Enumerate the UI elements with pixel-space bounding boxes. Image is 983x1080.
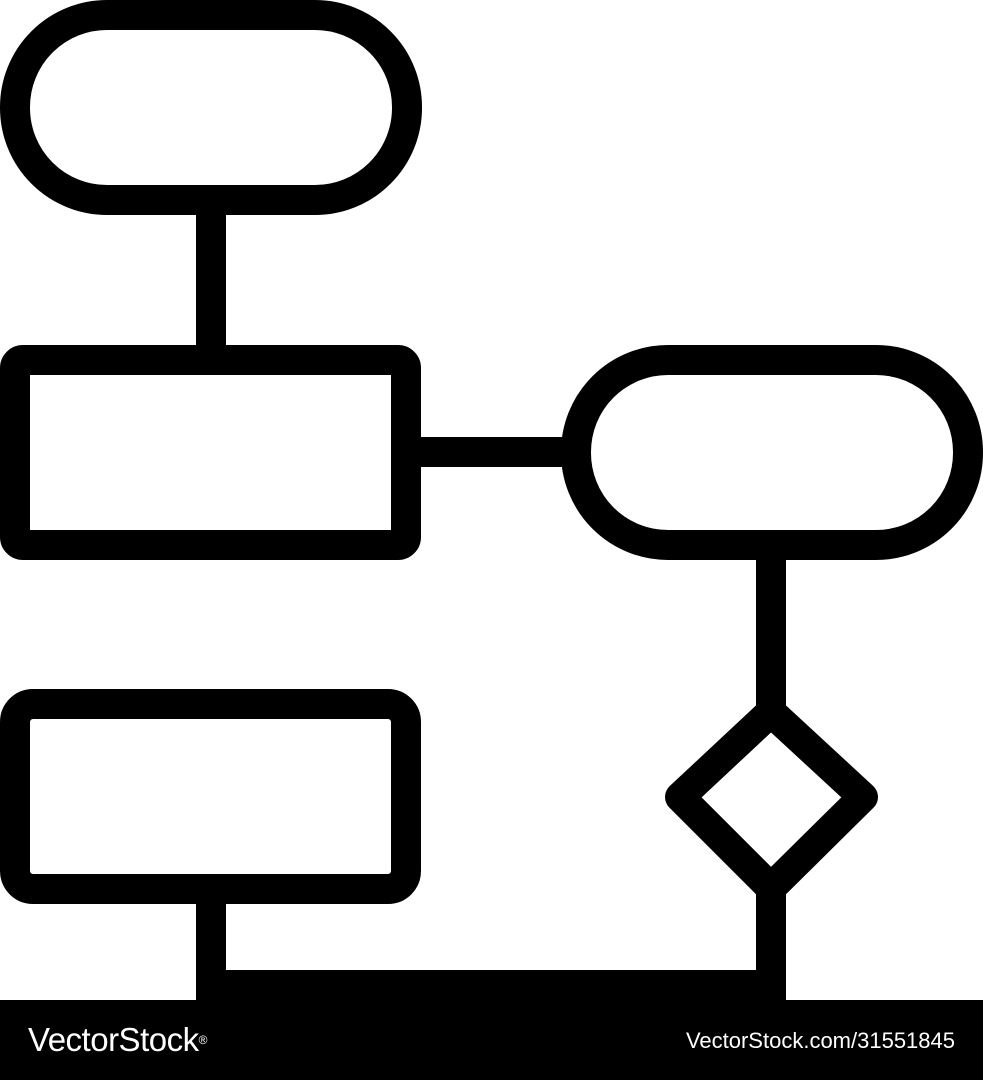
registered-mark: ® bbox=[198, 1033, 208, 1047]
watermark-bar: VectorStock® VectorStock.com/31551845 bbox=[0, 1000, 983, 1080]
vectorstock-logo: VectorStock® bbox=[28, 1018, 207, 1062]
connector-decision-to-process-2 bbox=[196, 880, 786, 1000]
decision-diamond-node bbox=[665, 697, 878, 903]
end-terminator-node bbox=[561, 345, 983, 560]
vectorstock-logo-text: VectorStock bbox=[28, 1021, 199, 1058]
start-terminator-node bbox=[0, 0, 422, 215]
process-box-bottom bbox=[0, 689, 421, 904]
watermark-image-id: VectorStock.com/31551845 bbox=[685, 1028, 955, 1053]
process-box-top bbox=[0, 345, 421, 560]
